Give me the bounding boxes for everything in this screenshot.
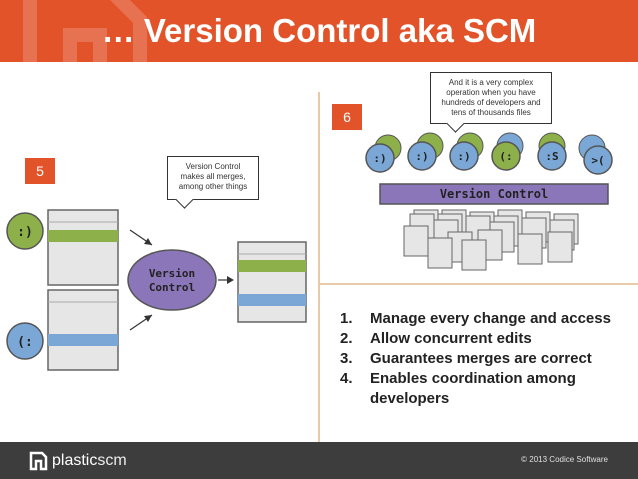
face-label: :): [457, 150, 470, 163]
title-bar: … Version Control aka SCM: [0, 0, 638, 62]
file-bottom-icon: [47, 289, 119, 371]
vertical-divider: [318, 92, 320, 442]
happy-face-icon: [6, 212, 44, 250]
file-bottom-change: [48, 334, 118, 346]
developer-face-icon: :): [365, 143, 395, 173]
panel-5-badge: 5: [25, 158, 55, 184]
panel-5-merge-diagram: :) (: Version Control: [6, 209, 307, 371]
face-label: :): [373, 152, 386, 165]
callout-line: makes all merges,: [180, 172, 246, 181]
merged-file-icon: [237, 241, 307, 323]
ellipse-line-1: Version: [149, 267, 195, 280]
face-icon: [6, 322, 44, 360]
horizontal-divider: [320, 283, 638, 285]
file-top-change: [48, 230, 118, 242]
panel-6-badge: 6: [332, 104, 362, 130]
callout-line: hundreds of developers and: [441, 98, 541, 107]
callout-line: And it is a very complex: [448, 78, 534, 87]
version-control-bar-label: Version Control: [440, 187, 548, 201]
file-top-icon: [47, 209, 119, 286]
callout-line: tens of thousands files: [451, 108, 531, 117]
callout-line: Version Control: [185, 162, 241, 171]
file-stack-icon: [403, 209, 579, 271]
merged-blue-change: [238, 294, 306, 306]
list-item: 4.Enables coordination among developers: [340, 370, 576, 407]
panel-6-diagram: :) :) :) (: :S >( Version Control: [365, 132, 613, 271]
panel-5-callout: Version Control makes all merges, among …: [167, 156, 259, 209]
developer-face-icon: :S: [537, 141, 567, 171]
face-label: >(: [591, 154, 604, 167]
logo-plastic-text: plastic: [52, 452, 98, 469]
slide-title: … Version Control aka SCM: [101, 12, 537, 49]
list-item: 2.Allow concurrent edits: [340, 330, 532, 347]
face-top-label: :): [17, 225, 33, 240]
merged-green-change: [238, 260, 306, 272]
face-label: :): [415, 150, 428, 163]
list-item: 1.Manage every change and access: [340, 310, 611, 327]
face-label: (:: [499, 150, 512, 163]
plastic-logo-icon: [29, 451, 48, 471]
version-control-ellipse: [127, 249, 217, 311]
face-label: :S: [545, 150, 558, 163]
list-item: 3.Guarantees merges are correct: [340, 350, 592, 367]
logo-scm-text: scm: [97, 452, 127, 469]
developer-face-icon: >(: [583, 145, 613, 175]
developer-face-icon: (:: [491, 141, 521, 171]
developer-face-icon: :): [407, 141, 437, 171]
callout-line: among other things: [178, 182, 248, 191]
panel-6-callout: And it is a very complex operation when …: [430, 72, 552, 133]
plastic-logo-watermark-icon: [23, 0, 147, 62]
face-bottom-label: (:: [17, 335, 33, 350]
version-control-bar: [379, 183, 609, 205]
copyright-text: © 2013 Codice Software: [521, 455, 608, 464]
developer-face-icon: :): [449, 141, 479, 171]
callout-line: operation when you have: [446, 88, 536, 97]
ellipse-line-2: Control: [149, 281, 195, 294]
feature-list: 1.Manage every change and access 2.Allow…: [340, 309, 635, 409]
